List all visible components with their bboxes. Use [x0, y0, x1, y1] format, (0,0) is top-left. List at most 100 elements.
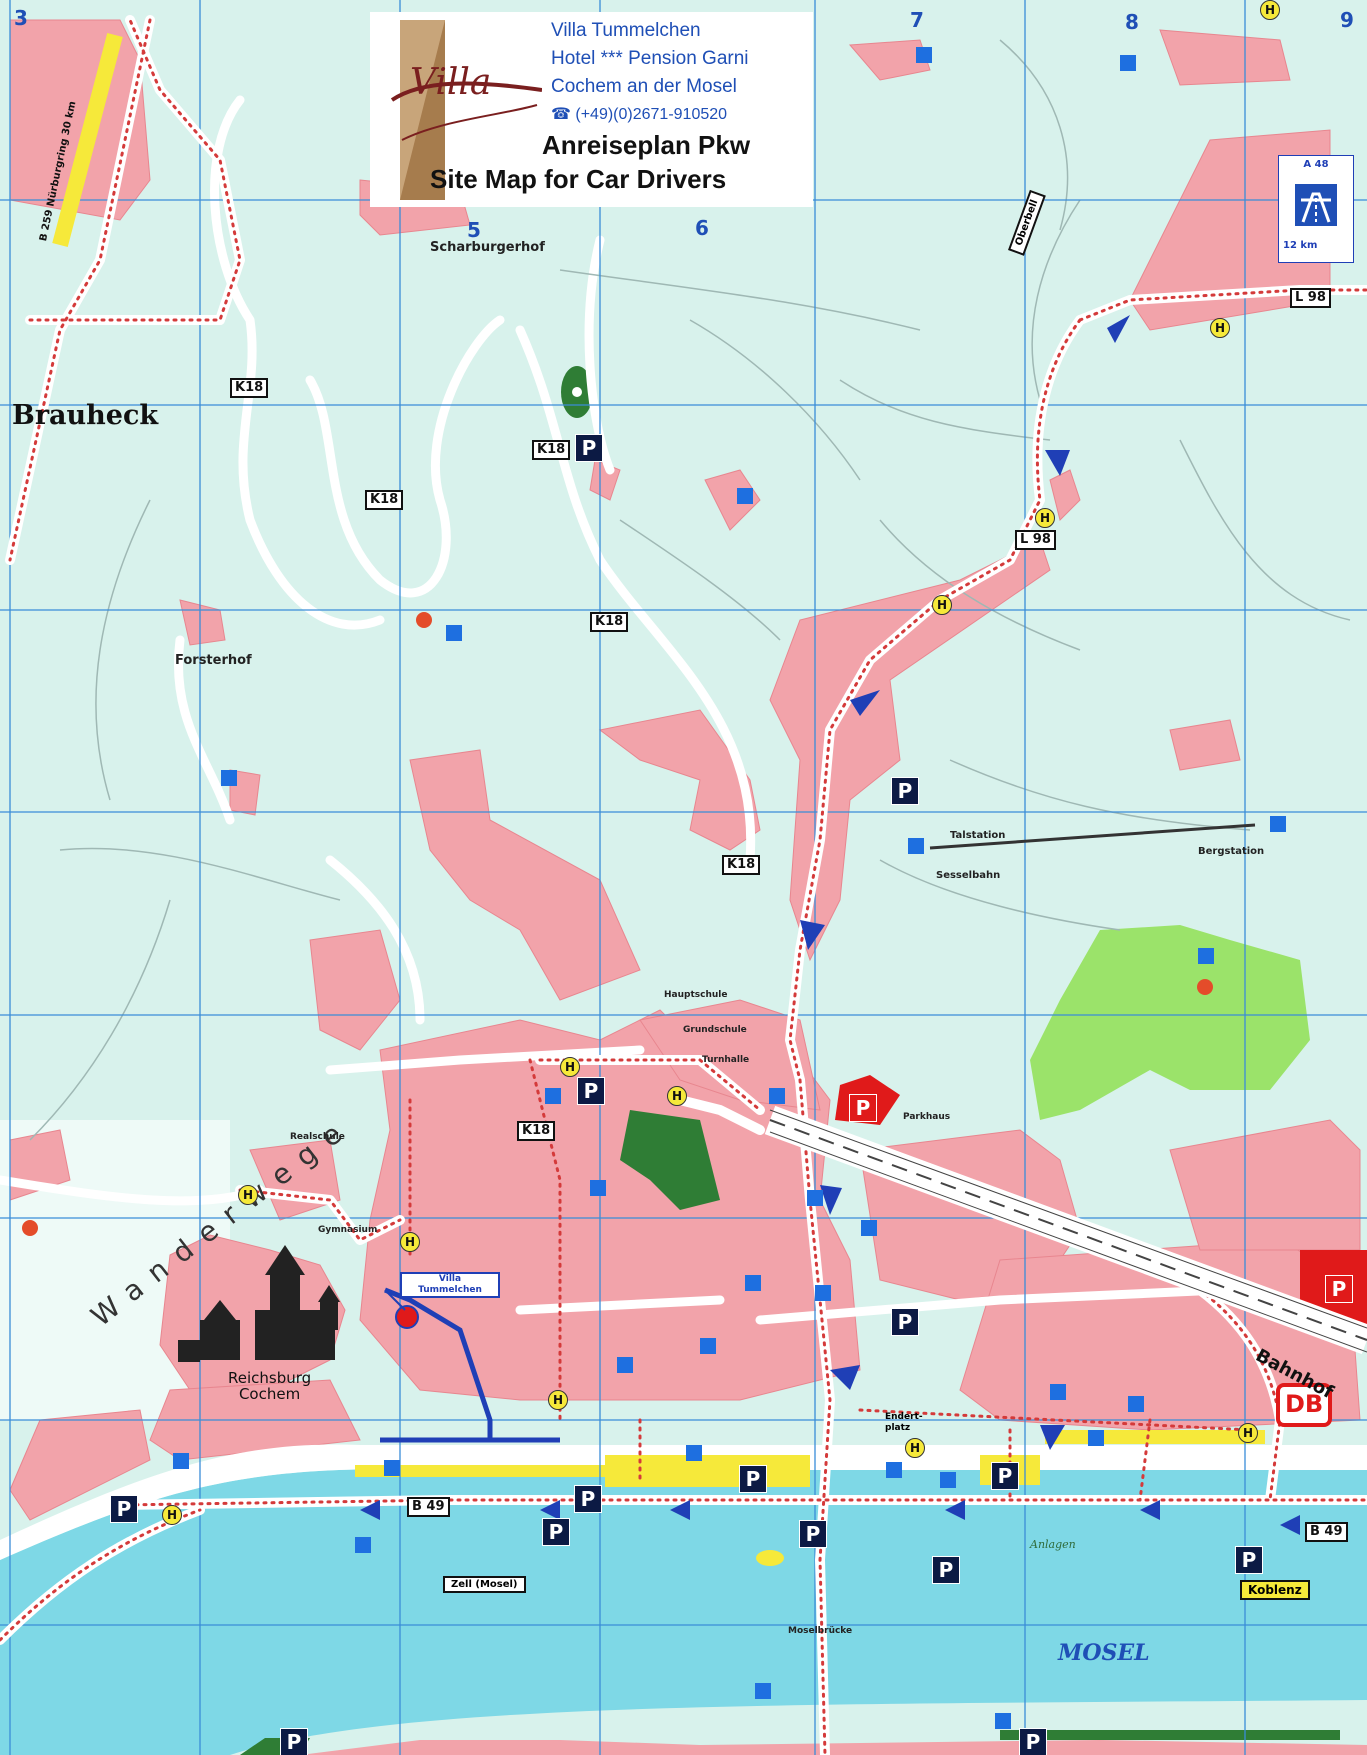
villa-logo-text: Villa — [410, 62, 492, 103]
parking-icon[interactable]: P — [280, 1728, 308, 1755]
label-parkhaus: Parkhaus — [903, 1112, 951, 1122]
park-area — [1030, 925, 1310, 1120]
hotel-marker-label[interactable]: Villa Tummelchen — [400, 1272, 500, 1298]
sight-reference-square — [886, 1462, 902, 1478]
hotel-location-dot — [395, 1305, 419, 1329]
db-logo-text: DB — [1285, 1390, 1324, 1418]
sight-reference-square — [1198, 948, 1214, 964]
parkhaus-parking-icon[interactable]: P — [849, 1094, 877, 1122]
sight-reference-square — [446, 625, 462, 641]
grid-number-8: 8 — [1125, 10, 1139, 34]
sight-reference-square — [940, 1472, 956, 1488]
parking-icon[interactable]: P — [932, 1556, 960, 1584]
parking-icon[interactable]: P — [891, 777, 919, 805]
sight-reference-square — [355, 1537, 371, 1553]
sight-reference-square — [173, 1453, 189, 1469]
label-realschule: Realschule — [290, 1132, 345, 1142]
opposite-bank-green — [1000, 1730, 1340, 1740]
sight-reference-square — [384, 1460, 400, 1476]
direction-arrows — [360, 315, 1300, 1535]
parking-icon[interactable]: P — [1019, 1728, 1047, 1755]
label-anlagen: Anlagen — [1030, 1538, 1076, 1551]
station-parking-icon[interactable]: P — [1325, 1275, 1353, 1303]
river-label-mosel: MOSEL — [1058, 1640, 1150, 1666]
bus-stop-icon: H — [905, 1438, 925, 1458]
header-box: Villa Villa Tummelchen Hotel *** Pension… — [370, 12, 813, 207]
bus-stop-icon: H — [1035, 508, 1055, 528]
reichsburg-castle-drawing — [178, 1245, 340, 1362]
sight-reference-square — [916, 47, 932, 63]
label-turnhalle: Turnhalle — [702, 1055, 750, 1065]
cable-car-line — [929, 823, 1256, 850]
road-tag-b49-1: B 49 — [407, 1497, 450, 1517]
bus-stop-icon: H — [400, 1232, 420, 1252]
sight-reference-square — [221, 770, 237, 786]
bus-stop-icon: H — [162, 1505, 182, 1525]
sight-reference-square — [815, 1285, 831, 1301]
bus-stop-icon: H — [1260, 0, 1280, 20]
sight-reference-square — [995, 1713, 1011, 1729]
road-tag-k18-2: K18 — [365, 490, 404, 510]
grid-number-7: 7 — [910, 8, 924, 32]
sight-reference-square — [617, 1357, 633, 1373]
place-reichsburg: Reichsburg Cochem — [228, 1369, 312, 1403]
parking-icon[interactable]: P — [577, 1077, 605, 1105]
parking-icon[interactable]: P — [542, 1518, 570, 1546]
title-german: Anreiseplan Pkw — [542, 130, 751, 160]
sight-reference-square — [1088, 1430, 1104, 1446]
motorway-sign-label: A 48 — [1303, 159, 1329, 170]
label-gymnasium: Gymnasium — [318, 1225, 378, 1235]
sight-reference-square — [745, 1275, 761, 1291]
label-endert-platz: Endert- platz — [885, 1412, 923, 1433]
parking-icon[interactable]: P — [575, 434, 603, 462]
road-tag-k18-3: K18 — [532, 440, 571, 460]
parking-icon[interactable]: P — [991, 1462, 1019, 1490]
sight-reference-square — [769, 1088, 785, 1104]
sight-reference-square — [700, 1338, 716, 1354]
route-to-hotel — [380, 1287, 560, 1443]
road-tag-k18-5: K18 — [722, 855, 761, 875]
main-roads-dots — [0, 18, 1367, 1755]
parking-icon[interactable]: P — [110, 1495, 138, 1523]
hotel-phone: ☎ (+49)(0)2671-910520 — [551, 106, 728, 123]
label-sesselbahn: Sesselbahn — [936, 870, 1001, 881]
road-tag-k18-1: K18 — [230, 378, 269, 398]
hotel-marker-line — [384, 1289, 406, 1311]
db-logo-frame — [1276, 1383, 1332, 1427]
parking-icon[interactable]: P — [799, 1520, 827, 1548]
bus-stop-icon: H — [1210, 318, 1230, 338]
road-tag-l98-1: L 98 — [1015, 530, 1056, 550]
sports-field-center — [572, 387, 582, 397]
place-scharburgerhof: Scharburgerhof — [430, 240, 545, 255]
parking-icon[interactable]: P — [1235, 1546, 1263, 1574]
parking-icon[interactable]: P — [574, 1485, 602, 1513]
parking-icon[interactable]: P — [739, 1465, 767, 1493]
sight-reference-square — [1120, 55, 1136, 71]
sight-reference-square — [545, 1088, 561, 1104]
sight-markers — [22, 612, 1213, 1236]
bus-stop-icon: H — [1238, 1423, 1258, 1443]
hotel-category: Hotel *** Pension Garni — [551, 48, 749, 69]
bus-stop-icon: H — [548, 1390, 568, 1410]
sight-reference-square — [755, 1683, 771, 1699]
label-hauptschule: Hauptschule — [664, 990, 728, 1000]
parking-icon[interactable]: P — [891, 1308, 919, 1336]
road-tag-b49-2: B 49 — [1305, 1522, 1348, 1542]
sight-reference-square — [686, 1445, 702, 1461]
sight-reference-square — [807, 1190, 823, 1206]
grid-number-9: 9 — [1340, 8, 1354, 32]
railway — [764, 1105, 1367, 1355]
villa-logo — [390, 20, 542, 200]
motorway-sign-distance: 12 km — [1283, 240, 1318, 251]
opposite-bank-town — [300, 1740, 1367, 1755]
label-grundschule: Grundschule — [683, 1025, 747, 1035]
label-talstation: Talstation — [950, 830, 1006, 841]
motorway-sign-a48: A 48 12 km — [1278, 155, 1354, 263]
sight-reference-square — [861, 1220, 877, 1236]
title-english: Site Map for Car Drivers — [430, 164, 727, 194]
white-roads — [0, 95, 1225, 1325]
sign-zell: Zell (Mosel) — [443, 1576, 526, 1593]
grid-number-6: 6 — [695, 216, 709, 240]
